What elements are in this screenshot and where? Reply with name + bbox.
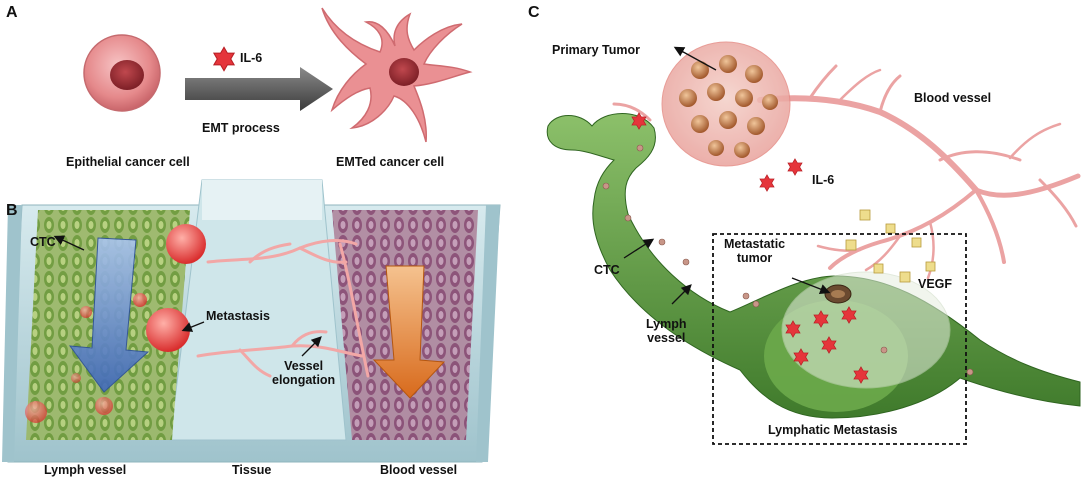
ctc-dots [602, 144, 974, 376]
il6-label-c: IL-6 [812, 173, 835, 187]
lymph-vessel-c-label: Lymph vessel [646, 317, 687, 345]
lymph-node-glass [781, 271, 951, 389]
blood-vessel-branches [612, 64, 1081, 280]
panel-c-letter: C [528, 4, 540, 21]
vessel-elongation-label: Vessel elongation [272, 359, 336, 387]
ctc-c-pointer [623, 238, 655, 259]
ctc-b-pointer [53, 235, 85, 251]
blood-vessel-b-label: Blood vessel [380, 463, 458, 477]
tissue-top [202, 180, 322, 220]
panel-c-artwork [546, 41, 1081, 445]
lymph-flow-arrow [68, 237, 150, 393]
il6-label-a: IL-6 [240, 51, 263, 65]
blood-vessel-c-label: Blood vessel [914, 91, 992, 105]
primary-tumor-label: Primary Tumor [552, 43, 640, 57]
lymphatic-metastasis-box [712, 233, 967, 445]
emted-cell-label: EMTed cancer cell [336, 155, 445, 169]
panel-a-artwork [83, 7, 473, 143]
ctc-cells [25, 224, 206, 423]
lymph-vessel-b-label: Lymph vessel [44, 463, 127, 477]
vegf-cubes [845, 209, 936, 283]
metastasis-label: Metastasis [206, 309, 270, 323]
emted-nucleus-icon [389, 58, 419, 86]
panel-a-letter: A [6, 4, 18, 21]
chip-left-wall [2, 205, 22, 462]
emt-process-arrow [185, 67, 333, 111]
vegf-label: VEGF [918, 277, 953, 291]
lymph-vessel-pointer [671, 284, 692, 305]
epithelial-cell-label: Epithelial cancer cell [66, 155, 190, 169]
chip-right-wall [476, 205, 500, 462]
primary-tumor-pointer [673, 46, 717, 71]
ctc-c-label: CTC [594, 263, 620, 277]
il6-molecule-icon [213, 46, 235, 72]
epithelial-nucleus-icon [110, 60, 144, 90]
panel-b-letter: B [6, 202, 18, 219]
vessel-elongation-pointer [301, 336, 322, 357]
metastatic-tumor-icon [824, 284, 852, 304]
vessel-sprouts [196, 239, 370, 378]
metastatic-tumor-label: Metastatic tumor [724, 237, 786, 265]
tissue-label: Tissue [232, 463, 272, 477]
metastatic-tumor-pointer [791, 277, 831, 295]
lymphatic-metastasis-label: Lymphatic Metastasis [768, 423, 898, 437]
metastasis-pointer [181, 321, 205, 332]
ctc-b-label: CTC [30, 235, 56, 249]
panel-b-artwork [2, 179, 501, 463]
emt-process-label: EMT process [202, 121, 280, 135]
primary-tumor-icon [661, 41, 791, 167]
blood-flow-arrow [372, 265, 446, 399]
